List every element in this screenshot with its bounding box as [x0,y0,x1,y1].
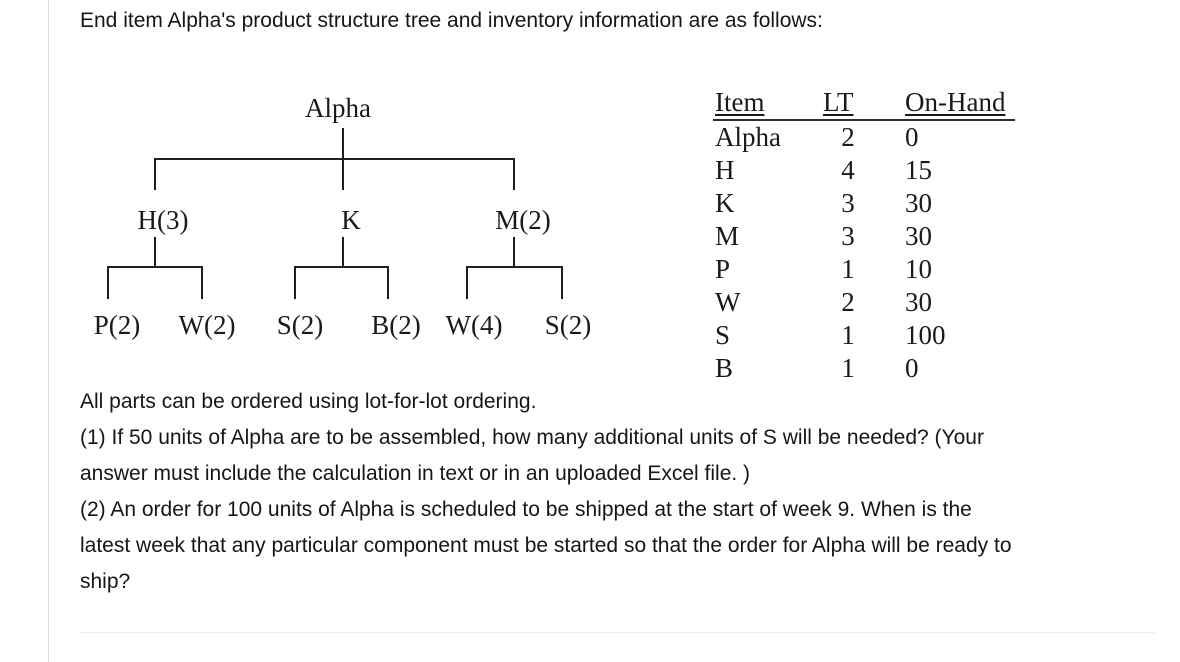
tree-node-h: H(3) [138,205,189,235]
product-structure-tree-diagram: Alpha H(3) K M(2) P(2) W(2) S(2) B(2) W(… [94,93,592,340]
tree-node-s2-m: S(2) [545,310,592,340]
cell-item: P [715,254,731,284]
table-row: K 3 30 [713,187,1015,220]
cell-lt: 1 [841,254,855,284]
cell-lt: 4 [841,155,855,185]
table-row: P 1 10 [713,253,1015,286]
cell-item: H [715,155,735,185]
cell-item: W [715,287,741,317]
body-line: (1) If 50 units of Alpha are to be assem… [80,426,984,449]
tree-node-m: M(2) [495,205,551,235]
cell-on-hand: 0 [905,122,919,152]
table-row: H 4 15 [713,154,1015,187]
cell-on-hand: 30 [905,188,932,218]
tree-node-p: P(2) [94,310,141,340]
tree-node-k: K [341,205,361,235]
tree-node-alpha: Alpha [305,93,371,123]
col-header-on-hand: On-Hand [905,87,1006,117]
cell-lt: 2 [841,122,855,152]
cell-on-hand: 10 [905,254,932,284]
cell-item: Alpha [715,122,781,152]
tree-node-w4: W(4) [446,310,503,340]
tree-connector-lines [107,128,563,299]
body-line: answer must include the calculation in t… [80,462,751,485]
tree-node-w2: W(2) [179,310,236,340]
inventory-table: Item LT On-Hand Alpha 2 0 H 4 15 K 3 30 … [713,88,1015,385]
tree-node-b: B(2) [371,310,421,340]
tree-node-s2-k: S(2) [277,310,324,340]
table-row: B 1 0 [713,352,1015,385]
table-row: Alpha 2 0 [713,121,1015,154]
cell-on-hand: 100 [905,320,946,350]
cell-on-hand: 0 [905,353,919,383]
col-header-item: Item [715,87,765,117]
cell-lt: 1 [841,320,855,350]
cell-lt: 3 [841,221,855,251]
table-row: S 1 100 [713,319,1015,352]
table-row: W 2 30 [713,286,1015,319]
body-line: (2) An order for 100 units of Alpha is s… [80,498,972,521]
cell-lt: 2 [841,287,855,317]
cell-item: B [715,353,734,383]
cell-on-hand: 30 [905,221,932,251]
col-header-lt: LT [823,87,854,117]
cell-item: M [715,221,740,251]
body-line: All parts can be ordered using lot-for-l… [80,390,537,413]
body-line: latest week that any particular componen… [80,534,1012,557]
cell-lt: 1 [841,353,855,383]
left-divider-line [48,0,49,662]
cell-on-hand: 30 [905,287,932,317]
question-intro-text: End item Alpha's product structure tree … [80,9,823,32]
cell-item: K [715,188,735,218]
cell-item: S [715,320,731,350]
bottom-divider-line [80,632,1155,633]
cell-on-hand: 15 [905,155,932,185]
question-body: All parts can be ordered using lot-for-l… [80,384,1165,600]
inventory-table-header: Item LT On-Hand [713,88,1015,121]
cell-lt: 3 [841,188,855,218]
table-row: M 3 30 [713,220,1015,253]
body-line: ship? [80,570,131,593]
